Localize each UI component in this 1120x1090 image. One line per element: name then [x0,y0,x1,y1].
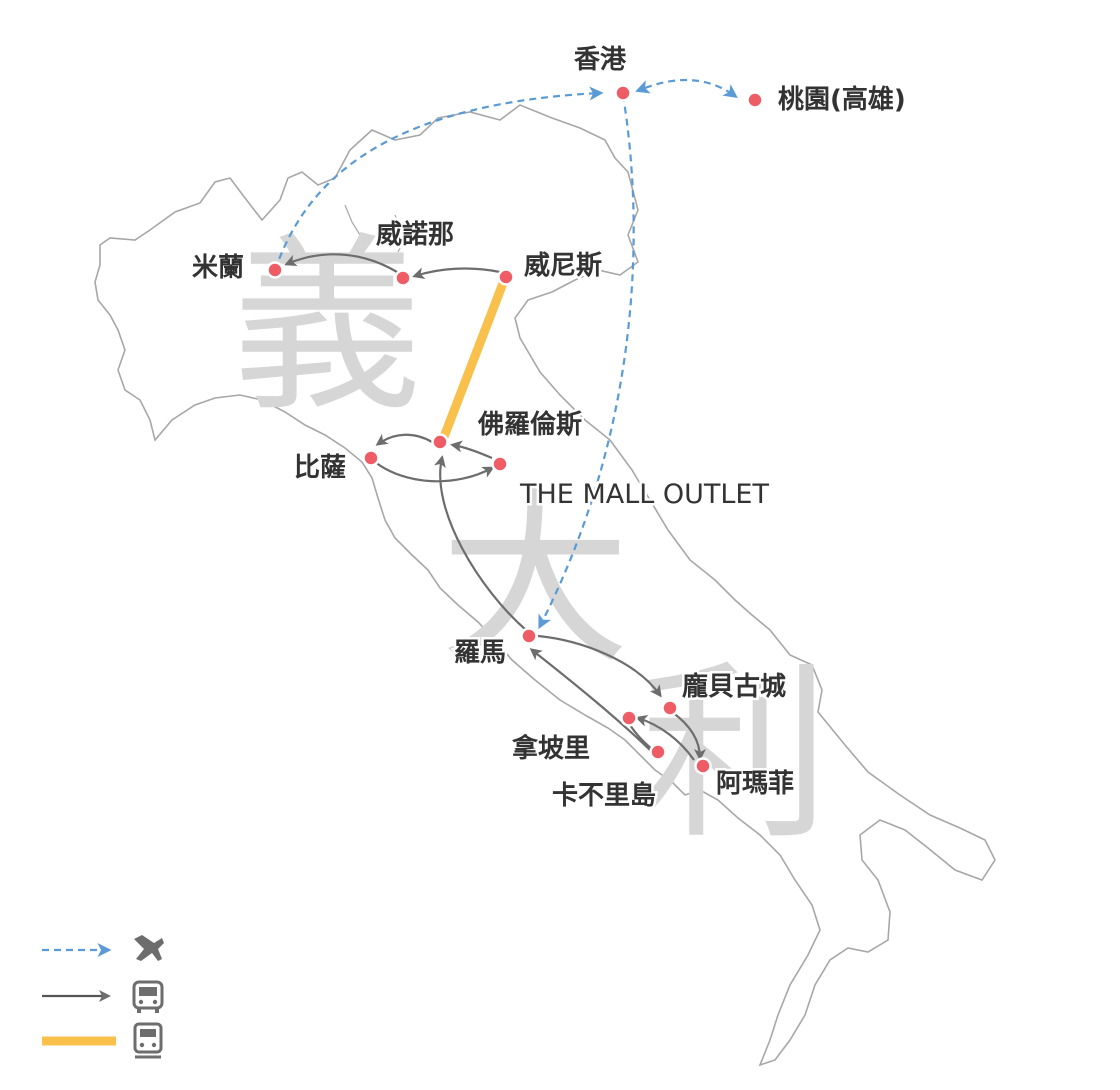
city-label-hongkong: 香港 [574,45,627,75]
train-icon [133,1022,163,1059]
city-dot-capri[interactable] [649,743,667,761]
city-label-milan: 米蘭 [192,253,244,283]
city-label-mall: THE MALL OUTLET [519,479,769,510]
city-label-verona: 威諾那 [376,219,454,250]
bus-icon [132,980,164,1013]
airplane-icon [134,935,164,961]
city-dot-florence[interactable] [431,433,449,451]
italy-landmass [94,104,996,1067]
bus-route-venice-verona [412,267,501,279]
bus-route-florence-pisa [375,433,433,446]
country-char-1: 義 [232,216,422,437]
bus-route-rome-florence [434,455,527,631]
bus-route-capri-rome [529,648,656,756]
legend [42,935,164,1059]
country-char-3: 利 [640,644,830,865]
bus-route-amalfi-naples [635,715,695,761]
city-dot-amalfi[interactable] [694,757,712,775]
bus-route-verona-milan [284,253,398,273]
city-label-florence: 佛羅倫斯 [477,409,582,440]
city-dot-mall[interactable] [491,455,509,473]
city-dot-venice[interactable] [497,268,515,286]
flight-route-hongkong-rome [538,94,635,630]
city-dot-pisa[interactable] [362,449,380,467]
bus-route-pompeii-amalfi [671,711,706,761]
city-label-capri: 卡不里島 [552,781,656,811]
flight-route-hongkong-taoyuan [635,78,738,99]
city-dot-hongkong[interactable] [614,84,632,102]
city-label-naples: 拿坡里 [511,733,590,764]
city-label-amalfi: 阿瑪菲 [716,769,794,799]
city-dot-naples[interactable] [620,709,638,727]
bus-route-rome-pompeii [537,634,662,698]
city-dot-taoyuan[interactable] [746,91,764,109]
city-label-pisa: 比薩 [294,453,346,483]
bus-route-mall-florence [450,440,493,460]
city-label-venice: 威尼斯 [524,250,602,281]
city-dot-rome[interactable] [520,627,538,645]
city-dot-pompeii[interactable] [661,699,679,717]
city-label-taoyuan: 桃園(高雄) [778,84,906,115]
city-dot-milan[interactable] [266,261,284,279]
train-route-venice-florence [437,273,510,447]
city-label-rome: 羅馬 [454,638,506,668]
city-dot-verona[interactable] [394,269,412,287]
city-label-pompeii: 龐貝古城 [682,671,786,702]
lake-outline [344,204,406,253]
bus-route-pisa-mall [374,461,495,483]
